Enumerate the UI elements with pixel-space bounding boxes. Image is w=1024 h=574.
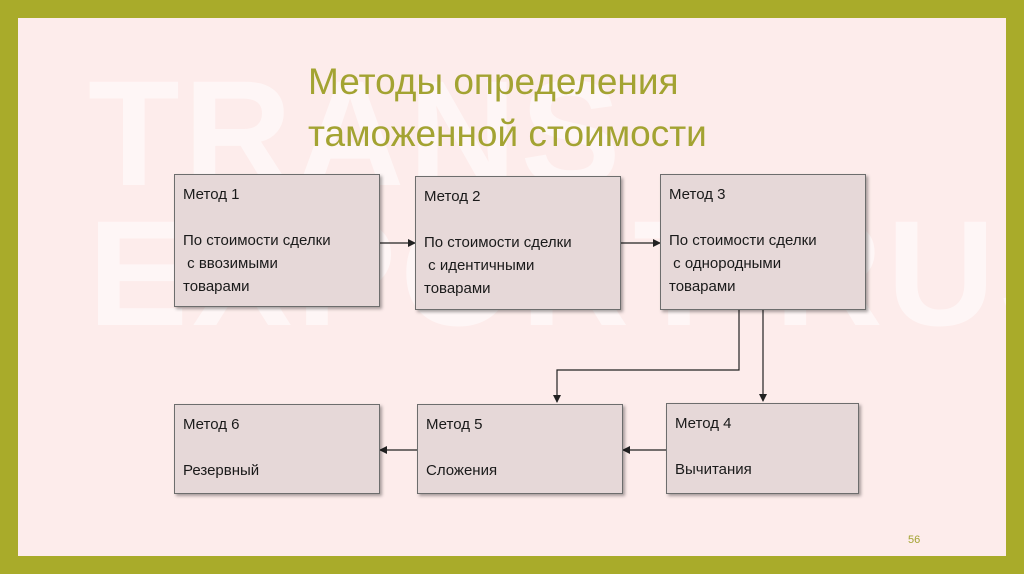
method-3-line-3: товарами xyxy=(669,278,736,295)
method-6-label: Метод 6 xyxy=(183,416,240,433)
method-2-label: Метод 2 xyxy=(424,188,481,205)
method-1-line-1: По стоимости сделки xyxy=(183,232,331,249)
method-2-line-3: товарами xyxy=(424,280,491,297)
method-6-box: Метод 6 Резервный xyxy=(174,404,380,494)
method-2-line-2: с идентичными xyxy=(424,257,535,274)
method-6-line-1: Резервный xyxy=(183,462,260,479)
method-3-label: Метод 3 xyxy=(669,186,726,203)
flow-arrows xyxy=(379,239,767,454)
slide: TRANS EXPORT RUS Методы определения тамо… xyxy=(18,18,1006,556)
title-line-2: таможенной стоимости xyxy=(308,113,707,154)
method-3-line-1: По стоимости сделки xyxy=(669,232,817,249)
method-1-box: Метод 1 По стоимости сделки с ввозимыми … xyxy=(174,174,380,307)
method-4-box: Метод 4 Вычитания xyxy=(666,403,859,494)
method-2-line-1: По стоимости сделки xyxy=(424,234,572,251)
method-5-line-1: Сложения xyxy=(426,462,498,479)
arrow-3-to-5 xyxy=(553,310,740,403)
method-1-label: Метод 1 xyxy=(183,186,240,203)
slide-title: Методы определения таможенной стоимости xyxy=(308,56,707,160)
page-number: 56 xyxy=(908,534,921,546)
method-5-label: Метод 5 xyxy=(426,416,483,433)
method-4-label: Метод 4 xyxy=(675,415,732,432)
method-4-line-1: Вычитания xyxy=(675,461,752,478)
title-line-1: Методы определения xyxy=(308,61,679,102)
method-2-box: Метод 2 По стоимости сделки с идентичным… xyxy=(415,176,621,310)
method-1-line-3: товарами xyxy=(183,278,250,295)
method-3-box: Метод 3 По стоимости сделки с однородным… xyxy=(660,174,866,310)
method-5-box: Метод 5 Сложения xyxy=(417,404,623,494)
method-1-line-2: с ввозимыми xyxy=(183,255,278,272)
method-3-line-2: с однородными xyxy=(669,255,782,272)
